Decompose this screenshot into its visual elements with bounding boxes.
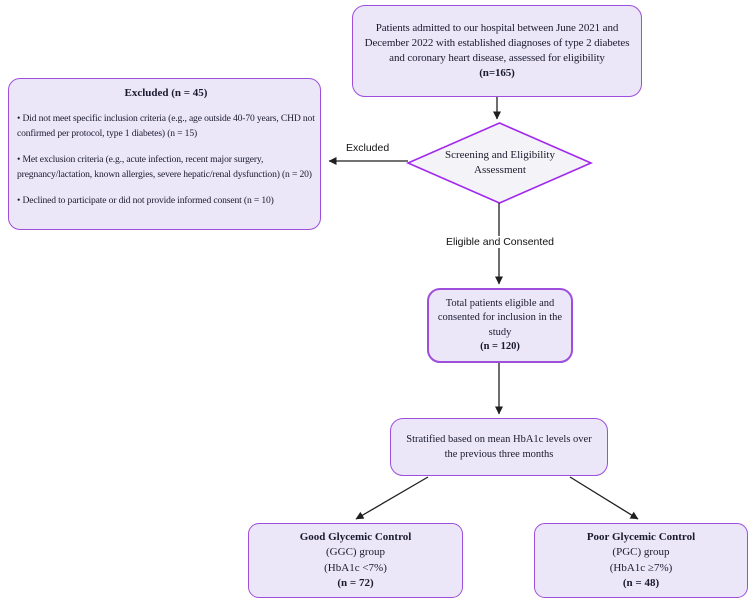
edge-label-eligible-and-consented: Eligible and Consented (443, 236, 557, 248)
edge-label-excluded: Excluded (343, 142, 393, 154)
node-ggc-line: (HbA1c <7%) (324, 561, 387, 574)
node-stratified: Stratified based on mean HbA1c levels ov… (390, 418, 608, 476)
node-start-line: Patients admitted to our hospital betwee… (375, 22, 619, 34)
decision-screening-line: Screening and Eligibility (445, 149, 555, 161)
decision-screening-line: Assessment (474, 164, 526, 176)
node-excluded: Excluded (n = 45) • Did not meet specifi… (8, 78, 321, 230)
node-stratified-line: Stratified based on mean HbA1c levels ov… (406, 434, 592, 445)
node-start-line: December 2022 with established diagnoses… (364, 37, 630, 49)
node-ggc-count: (n = 72) (337, 577, 374, 589)
node-total-eligible-count: (n = 120) (480, 341, 520, 352)
arrow-stratified-to-ggc (355, 476, 429, 520)
decision-screening-label: Screening and Eligibility Assessment (419, 129, 581, 197)
node-pgc-count: (n = 48) (622, 577, 660, 589)
node-start-assessed: Patients admitted to our hospital betwee… (352, 5, 642, 97)
node-total-eligible-line: study (488, 326, 512, 338)
arrow-stratified-to-pgc (569, 476, 639, 520)
node-start-line: and coronary heart disease, assessed for… (389, 52, 605, 64)
node-excluded-bullet: • Met exclusion criteria (e.g., acute in… (17, 154, 312, 180)
node-total-eligible-line: Total patients eligible and (445, 297, 555, 309)
node-total-eligible-line: consented for inclusion in the (437, 312, 563, 323)
node-excluded-bullet: • Did not meet specific inclusion criter… (17, 113, 315, 139)
node-pgc-line: (HbA1c ≥7%) (609, 561, 673, 574)
node-stratified-line: the previous three months (444, 449, 554, 460)
node-ggc-title: Good Glycemic Control (299, 530, 412, 543)
node-pgc-title: Poor Glycemic Control (586, 530, 696, 543)
node-total-eligible: Total patients eligible and consented fo… (427, 288, 573, 363)
node-poor-glycemic-control: Poor Glycemic Control (PGC) group (HbA1c… (534, 523, 748, 598)
node-ggc-line: (GGC) group (326, 546, 385, 558)
node-excluded-title: Excluded (n = 45) (124, 87, 208, 99)
node-excluded-bullet: • Declined to participate or did not pro… (17, 195, 274, 206)
node-good-glycemic-control: Good Glycemic Control (GGC) group (HbA1c… (248, 523, 463, 598)
node-start-count: (n=165) (479, 67, 515, 79)
node-pgc-line: (PGC) group (612, 546, 670, 558)
